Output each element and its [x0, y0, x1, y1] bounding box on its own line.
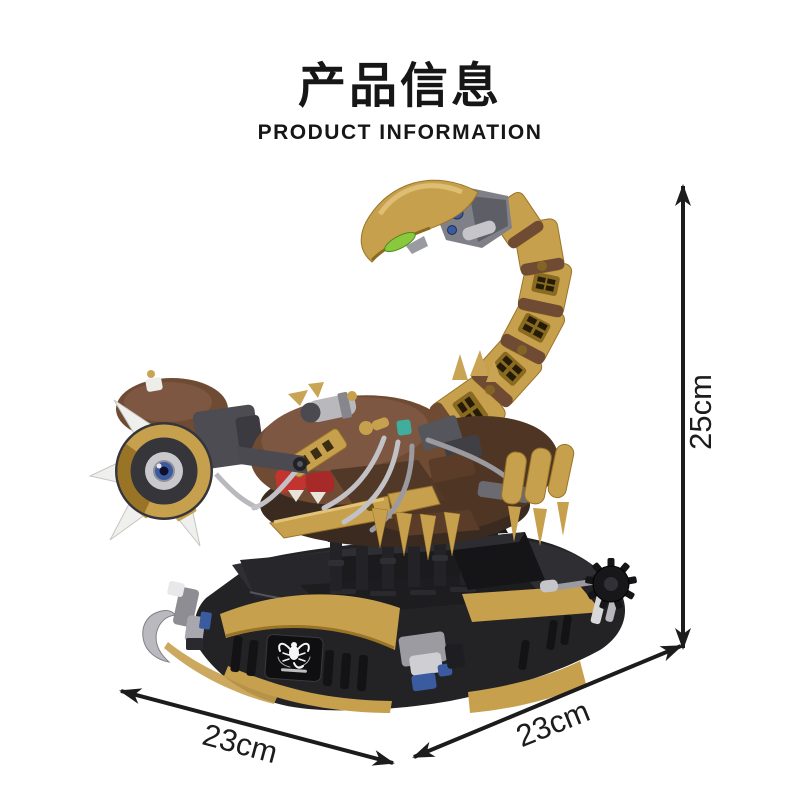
base-depth-arrow	[412, 644, 683, 759]
scorpion-stinger	[360, 179, 512, 263]
crank-gear	[539, 558, 637, 610]
scorpion-claw	[88, 370, 265, 547]
height-dimension-label: 25cm	[683, 374, 718, 450]
hanging-fangs	[371, 507, 461, 561]
body-spikes	[288, 350, 502, 406]
base-hook	[142, 581, 212, 663]
base-width-arrow	[119, 688, 395, 766]
base-vents-left	[230, 635, 369, 692]
scorpion-body	[236, 350, 575, 561]
page-subtitle: PRODUCT INFORMATION	[257, 121, 543, 144]
page-title: 产品信息	[297, 60, 502, 113]
rib-plates	[477, 443, 575, 546]
scorpion-emblem	[264, 634, 324, 682]
